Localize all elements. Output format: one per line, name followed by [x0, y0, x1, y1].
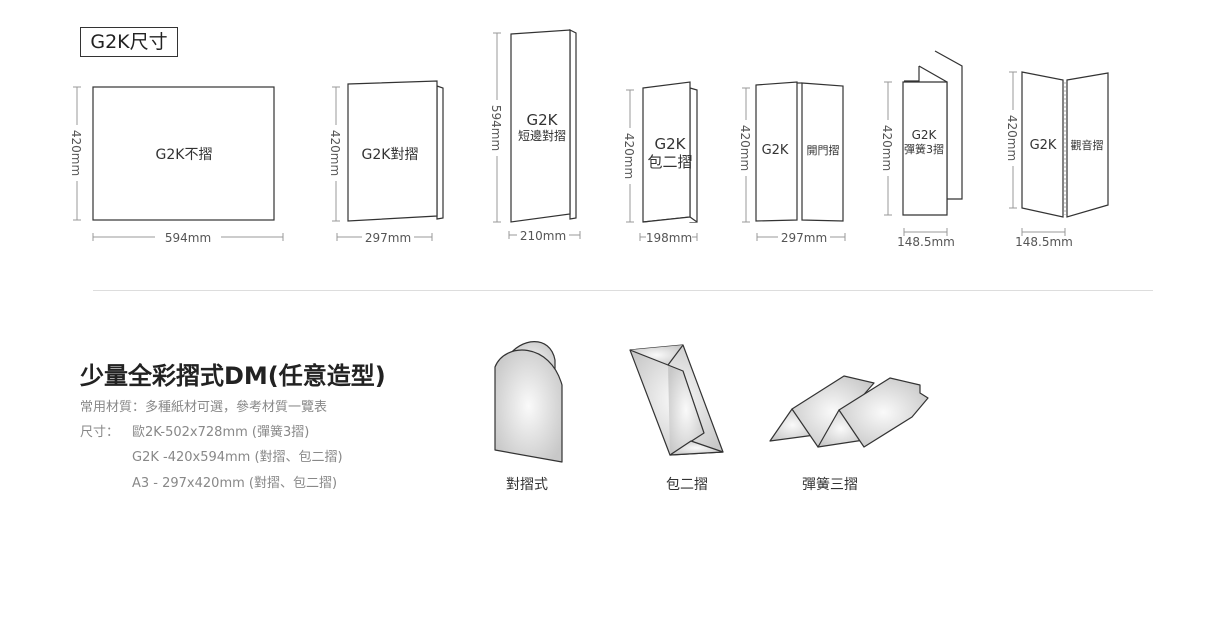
- diagram-label: G2K對摺: [362, 147, 419, 163]
- diagram-label: 彈簧3摺: [904, 142, 944, 156]
- width-label: 297mm: [365, 231, 411, 245]
- section-title: G2K尺寸: [80, 27, 178, 57]
- height-label: 594mm: [489, 105, 503, 151]
- diagram-label: 包二摺: [647, 153, 692, 171]
- size-item: 歐2K-502x728mm (彈簧3摺): [132, 425, 310, 440]
- diagram-label: G2K: [912, 128, 938, 142]
- illustration-label: 包二摺: [666, 477, 708, 493]
- height-label: 420mm: [622, 133, 636, 179]
- diagram-label: G2K不摺: [156, 147, 213, 163]
- diagram-no-fold: [92, 86, 275, 221]
- width-label: 297mm: [781, 231, 827, 245]
- diagram-label: 短邊對摺: [518, 128, 566, 143]
- diagram-label: G2K: [1030, 138, 1057, 153]
- diagram-label: 觀音摺: [1071, 138, 1104, 152]
- accordion-fold-icon: [769, 375, 929, 448]
- diagram-label: G2K: [526, 111, 558, 129]
- width-label: 148.5mm: [1015, 235, 1073, 249]
- diagram-half-fold: [347, 80, 444, 222]
- width-label: 210mm: [520, 229, 566, 243]
- size-item: A3 - 297x420mm (對摺、包二摺): [132, 476, 338, 491]
- width-label: 148.5mm: [897, 235, 955, 249]
- diagram-short-edge-fold: [510, 29, 577, 223]
- diagram-label: G2K: [762, 143, 789, 158]
- height-label: 420mm: [328, 130, 342, 176]
- diagram-label: 開門摺: [807, 143, 840, 157]
- divider: [93, 290, 1153, 291]
- width-label: 198mm: [646, 231, 692, 245]
- illustration-label: 彈簧三摺: [802, 477, 858, 493]
- letter-fold-icon: [629, 344, 724, 456]
- diagram-gatefold-accordion: [1021, 71, 1109, 218]
- fold-illustrations: [494, 341, 929, 463]
- height-label: 420mm: [69, 130, 83, 176]
- height-label: 420mm: [738, 125, 752, 171]
- diagram-letter-fold: [642, 81, 698, 223]
- material-text: 常用材質：多種紙材可選，參考材質一覽表: [80, 400, 328, 415]
- diagram-label: G2K: [654, 135, 686, 153]
- half-fold-icon: [494, 341, 563, 463]
- illustration-label: 對摺式: [506, 477, 548, 493]
- height-label: 420mm: [880, 125, 894, 171]
- size-item: G2K -420x594mm (對摺、包二摺): [132, 450, 343, 465]
- size-label: 尺寸：: [80, 425, 120, 440]
- fold-size-diagrams: 594mm 297mm 210mm 198mm 297mm 148.5mm 14…: [69, 29, 1109, 249]
- diagram-accordion-fold: [902, 50, 963, 216]
- diagram-gate-fold: [755, 81, 844, 222]
- section-heading: 少量全彩摺式DM(任意造型): [80, 362, 386, 390]
- width-label: 594mm: [165, 231, 211, 245]
- height-label: 420mm: [1005, 115, 1019, 161]
